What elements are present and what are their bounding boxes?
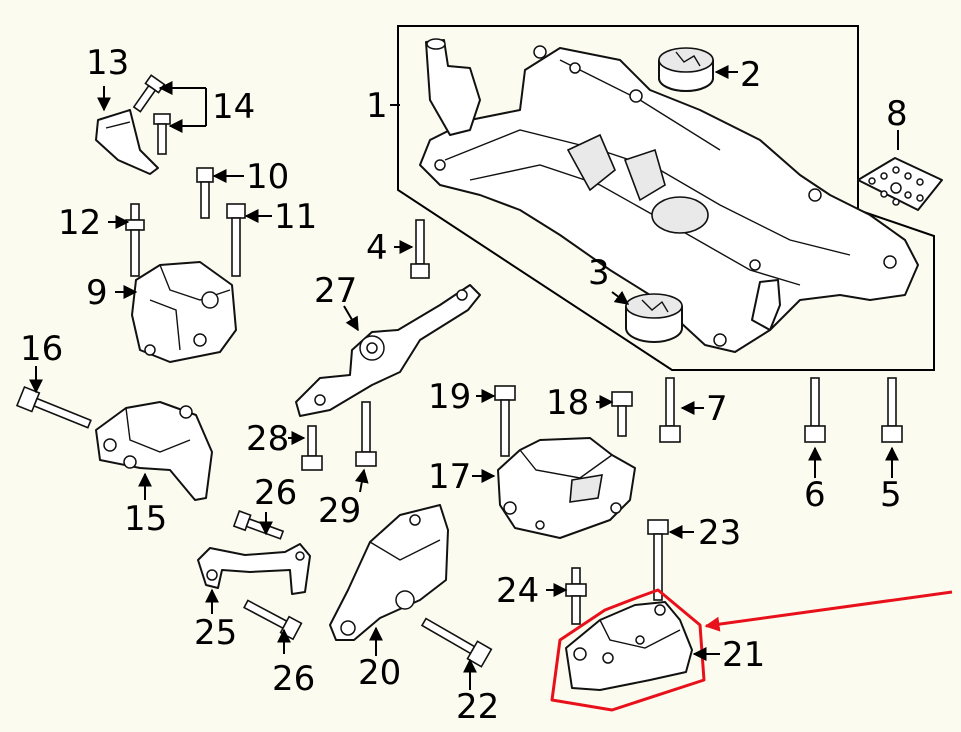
subframe-group bbox=[397, 25, 935, 371]
callout-13: 13 bbox=[86, 43, 129, 83]
callout-15: 15 bbox=[124, 499, 167, 539]
transmission-mount bbox=[497, 437, 636, 539]
reinforcement-plate bbox=[857, 157, 943, 211]
torque-arm bbox=[295, 284, 481, 417]
callout-26-bottom: 26 bbox=[272, 659, 315, 699]
callout-21: 21 bbox=[722, 635, 765, 675]
callout-14: 14 bbox=[212, 87, 255, 127]
callout-20: 20 bbox=[358, 653, 401, 693]
callout-10: 10 bbox=[246, 157, 289, 197]
callouts: 1 2 3 4 5 6 7 8 9 10 11 12 13 14 15 16 1… bbox=[20, 43, 908, 727]
transmission-bracket bbox=[95, 401, 213, 501]
highlight-arrow bbox=[704, 590, 953, 632]
bolts bbox=[15, 74, 903, 668]
gearbox-mount bbox=[565, 601, 693, 691]
callout-16: 16 bbox=[20, 329, 63, 369]
callout-25: 25 bbox=[194, 613, 237, 653]
callout-11: 11 bbox=[274, 197, 317, 237]
bushing-bottom bbox=[625, 293, 683, 343]
mount-bracket bbox=[329, 504, 449, 641]
bushing-top bbox=[658, 47, 714, 92]
leaders bbox=[29, 65, 899, 690]
callout-5: 5 bbox=[880, 475, 902, 515]
callout-27: 27 bbox=[314, 271, 357, 311]
callout-3: 3 bbox=[588, 253, 610, 293]
callout-9: 9 bbox=[86, 273, 108, 313]
callout-2: 2 bbox=[740, 55, 762, 95]
callout-4: 4 bbox=[366, 228, 388, 268]
callout-6: 6 bbox=[804, 475, 826, 515]
heat-shield-bracket bbox=[95, 109, 159, 175]
callout-18: 18 bbox=[546, 383, 589, 423]
support-link bbox=[197, 543, 311, 595]
highlight-outline bbox=[550, 588, 706, 712]
callout-12: 12 bbox=[58, 203, 101, 243]
callout-28: 28 bbox=[246, 419, 289, 459]
callout-24: 24 bbox=[496, 571, 539, 611]
callout-23: 23 bbox=[698, 513, 741, 553]
callout-7: 7 bbox=[706, 389, 728, 429]
callout-29: 29 bbox=[318, 491, 361, 531]
callout-17: 17 bbox=[428, 457, 471, 497]
subframe-frame bbox=[397, 25, 935, 371]
engine-mount bbox=[131, 261, 237, 363]
callout-26-top: 26 bbox=[254, 473, 297, 513]
callout-1: 1 bbox=[366, 86, 388, 126]
callout-19: 19 bbox=[428, 377, 471, 417]
callout-8: 8 bbox=[886, 94, 908, 134]
callout-22: 22 bbox=[456, 687, 499, 727]
